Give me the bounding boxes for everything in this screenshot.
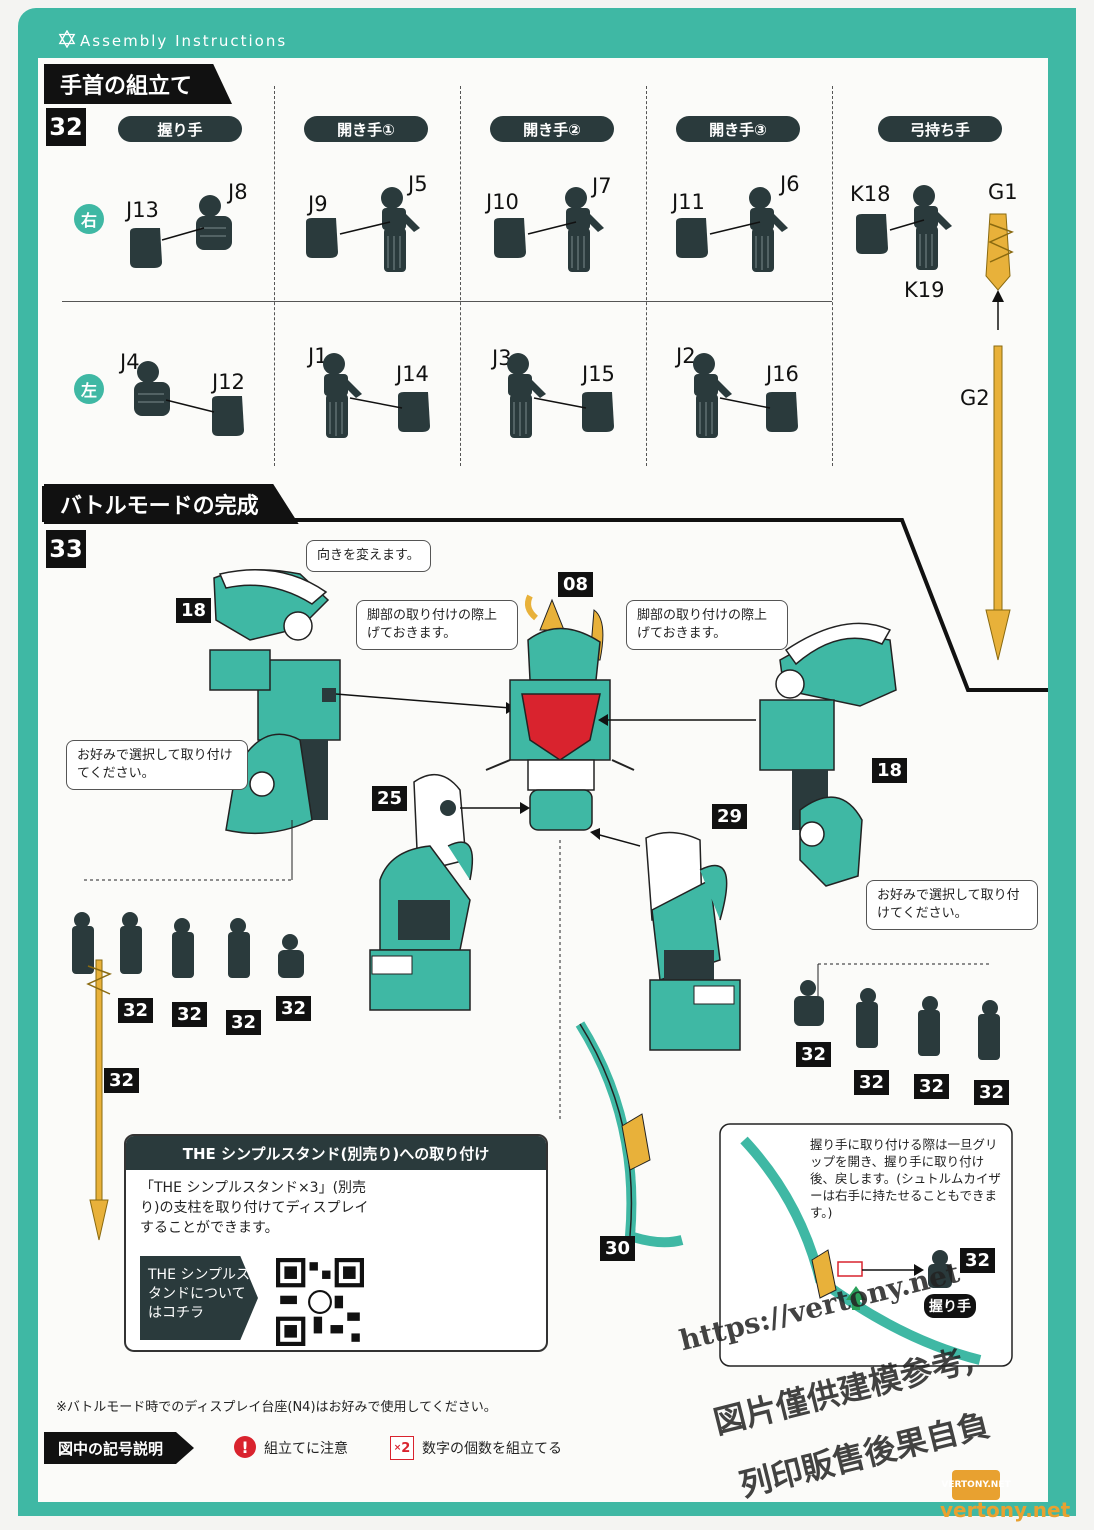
- part-label: J15: [582, 362, 615, 386]
- part-label: J16: [766, 362, 799, 386]
- column-label-bow-hand: 弓持ち手: [878, 116, 1002, 142]
- part-label: J13: [126, 198, 159, 222]
- hand-ref: 32: [796, 1042, 832, 1067]
- count-icon: ×2: [390, 1436, 414, 1460]
- side-badge-left: 左: [74, 374, 104, 404]
- column-label-open2: 開き手②: [490, 116, 614, 142]
- part-label: J1: [308, 344, 328, 368]
- part-label: J11: [672, 190, 705, 214]
- part-label: J7: [592, 174, 612, 198]
- part-label: K18: [850, 182, 891, 206]
- arrow-ref: 32: [104, 1068, 140, 1093]
- hand-ref: 32: [172, 1002, 208, 1027]
- part-number-bow: 30: [600, 1236, 636, 1261]
- part-label: J14: [396, 362, 429, 386]
- callout-turn: 向きを変えます。: [306, 540, 431, 572]
- stand-info-tag: THE シンプルスタンドについてはコチラ: [140, 1256, 258, 1340]
- legend-bar: 図中の記号説明 ! 組立てに注意 ×2 数字の個数を組立てる: [44, 1432, 1048, 1464]
- warning-icon: !: [234, 1436, 256, 1458]
- column-divider: [832, 86, 833, 466]
- part-label: J4: [120, 350, 140, 374]
- part-label: J9: [308, 192, 328, 216]
- section-33-title: バトルモードの完成: [44, 484, 299, 524]
- legend-count-label: 数字の個数を組立てる: [422, 1441, 562, 1457]
- callout-raise-left: 脚部の取り付けの際上げておきます。: [356, 600, 518, 650]
- callout-choose-left: お好みで選択して取り付けてください。: [66, 740, 248, 790]
- step-33-number: 33: [46, 530, 86, 568]
- hexagram-icon: [58, 30, 76, 48]
- part-label: J2: [676, 344, 696, 368]
- part-number-leg-right: 29: [712, 804, 748, 829]
- column-label-open1: 開き手①: [304, 116, 428, 142]
- section-32-title: 手首の組立て: [44, 64, 233, 104]
- column-divider: [646, 86, 647, 466]
- count-icon-number: 2: [401, 1440, 411, 1456]
- part-number-leg-left: 25: [372, 786, 408, 811]
- simple-stand-panel: THE シンプルスタンド(別売り)への取り付け 「THE シンプルスタンド×3」…: [124, 1134, 548, 1352]
- side-badge-right: 右: [74, 204, 104, 234]
- part-label: G1: [988, 180, 1018, 204]
- step-32-number: 32: [46, 108, 86, 146]
- callout-raise-right: 脚部の取り付けの際上げておきます。: [626, 600, 788, 650]
- grip-label: 握り手: [924, 1294, 976, 1318]
- column-label-grip: 握り手: [118, 116, 242, 142]
- column-label-open3: 開き手③: [676, 116, 800, 142]
- part-number-wing-left: 18: [176, 598, 212, 623]
- hand-ref: 32: [276, 996, 312, 1021]
- grip-ref: 32: [960, 1248, 996, 1273]
- part-number-wing-right: 18: [872, 758, 908, 783]
- stand-panel-title: THE シンプルスタンド(別売り)への取り付け: [126, 1136, 546, 1170]
- row-divider: [62, 301, 832, 302]
- qr-code-icon[interactable]: [276, 1258, 364, 1346]
- part-label: J10: [486, 190, 519, 214]
- display-base-note: ※バトルモード時でのディスプレイ台座(N4)はお好みで使用してください。: [56, 1400, 497, 1415]
- part-label: J8: [228, 180, 248, 204]
- vertony-logo-badge: VERTONY.NET: [941, 1470, 1011, 1500]
- stand-panel-text: 「THE シンプルスタンド×3」(別売り)の支柱を取り付けてディスプレイすること…: [140, 1180, 369, 1236]
- hand-ref: 32: [974, 1080, 1010, 1105]
- column-divider: [274, 86, 275, 466]
- legend-title: 図中の記号説明: [44, 1432, 194, 1464]
- hand-ref: 32: [118, 998, 154, 1023]
- part-label: K19: [904, 278, 945, 302]
- section-32-illustrations: [130, 184, 1014, 439]
- hand-ref: 32: [854, 1070, 890, 1095]
- column-divider: [460, 86, 461, 466]
- part-label: J6: [780, 172, 800, 196]
- legend-warning-label: 組立てに注意: [264, 1441, 348, 1457]
- hand-ref: 32: [226, 1010, 262, 1035]
- part-label: J5: [408, 172, 428, 196]
- callout-choose-right: お好みで選択して取り付けてください。: [866, 880, 1038, 930]
- part-label: J12: [212, 370, 245, 394]
- callout-grip-instructions: 握り手に取り付ける際は一旦グリップを開き、握り手に取り付け後、戻します。(シュト…: [810, 1137, 1001, 1220]
- hand-ref: 32: [914, 1074, 950, 1099]
- header-title: Assembly Instructions: [80, 32, 288, 50]
- part-label: G2: [960, 386, 990, 410]
- part-label: J3: [492, 346, 512, 370]
- vertony-footer: vertony.net: [940, 1498, 1071, 1522]
- part-number-head: 08: [558, 572, 594, 597]
